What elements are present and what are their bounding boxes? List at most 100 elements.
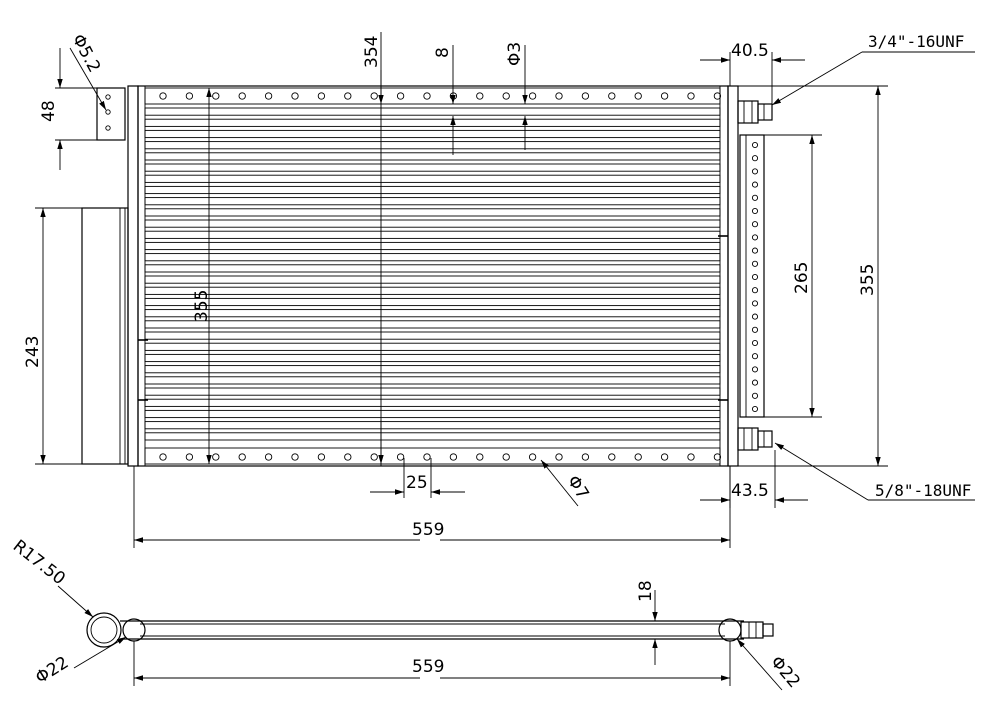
core-height-label: 354 [362,36,382,68]
bottom-pitch-label: 25 [406,473,428,493]
side-hole [751,392,759,399]
inner-height-label: 355 [192,290,212,322]
top-hole [264,92,273,100]
top-hole [581,92,590,100]
bottom-hole [555,453,563,461]
side-hole [751,181,759,188]
side-hole [751,273,759,281]
left-header [127,85,139,467]
tube [144,320,721,329]
tube [144,185,721,195]
top-hole [291,92,299,100]
bottom-hole [264,453,273,461]
bottom-hole [660,453,669,461]
dim-overall-height: 355 [738,85,888,467]
side-plate-height-label: 243 [23,336,43,368]
right-side-plate [739,134,765,418]
dim-right-diameter: Φ22 [736,638,804,692]
tube [144,275,721,284]
right-header [727,85,739,467]
lower-fitting-thread-label: 5/8"-18UNF [875,481,971,500]
outlet-height-label: 265 [792,262,812,294]
bottom-hole [608,453,616,461]
top-pitch-label: 8 [433,47,453,58]
bottom-hole [687,453,695,461]
lower-fitting [737,427,773,451]
tube [144,409,721,419]
bottom-hole-row [159,453,722,461]
bracket-height-label: 48 [39,100,59,122]
bottom-hole [528,453,537,461]
left-side-plate [81,207,129,465]
dim-lower-fitting: 43.5 5/8"-18UNF [700,442,975,508]
top-hole [212,92,220,100]
side-hole [751,247,759,254]
left-radius-label: R17.50 [9,536,69,589]
bottom-hole [370,453,378,461]
bottom-hole [581,453,590,461]
bottom-hole [713,453,722,461]
dim-bottom-pitch: 25 [370,458,465,498]
bottom-hole [634,453,642,461]
tube [144,163,721,172]
tube [144,398,721,407]
tube [144,174,721,183]
dim-bracket-hole: Φ5.2 [68,31,107,111]
side-hole [751,155,759,162]
tube [144,107,721,116]
top-hole [502,92,510,100]
bottom-hole [159,453,167,461]
tube [144,230,721,239]
top-hole [370,92,378,100]
bottom-hole [212,453,220,461]
tube [144,197,721,206]
side-hole [751,260,759,267]
bottom-hole [238,453,246,461]
tube [144,376,721,385]
tube [144,141,721,150]
bottom-view: R17.50 Φ22 Φ22 18 559 [9,536,804,692]
dim-left-radius: R17.50 [9,536,94,618]
side-hole [751,405,759,413]
side-hole [751,353,759,360]
bottom-hole [317,453,326,461]
top-hole [476,92,484,100]
top-hole [687,92,695,100]
tube [144,432,721,441]
dim-upper-fitting: 40.5 3/4"-16UNF [700,32,975,106]
side-hole [751,300,759,307]
left-bracket [96,87,126,141]
top-hole [713,92,722,100]
lower-fitting-offset-label: 43.5 [731,481,769,501]
top-hole [185,92,194,100]
side-hole [751,234,759,241]
overall-height-label: 355 [858,264,878,296]
side-hole [751,379,759,386]
top-hole [555,92,563,100]
bottom-hole [344,453,352,461]
tube [144,421,721,430]
top-hole [317,92,326,100]
tube [144,129,721,139]
bottom-width-label: 559 [412,657,444,677]
tube [144,387,721,396]
front-view: Φ5.2 48 243 355 35 [23,31,975,548]
left-diameter-label: Φ22 [32,653,72,689]
tube [144,152,721,161]
upper-fitting-thread-label: 3/4"-16UNF [868,32,964,51]
top-hole [238,92,246,100]
bottom-hole [476,453,484,461]
dim-bottom-hole: Φ7 [540,459,593,507]
bottom-hole [502,453,510,461]
top-hole [528,92,537,100]
side-hole [751,326,759,333]
top-hole [423,92,431,100]
tube [144,342,721,351]
dim-side-plate-height: 243 [23,207,82,465]
side-hole [751,366,759,373]
dim-top-hole: Φ3 [505,42,528,150]
tube [144,241,721,251]
dim-outlet-height: 265 [764,134,822,418]
tube [144,253,721,262]
